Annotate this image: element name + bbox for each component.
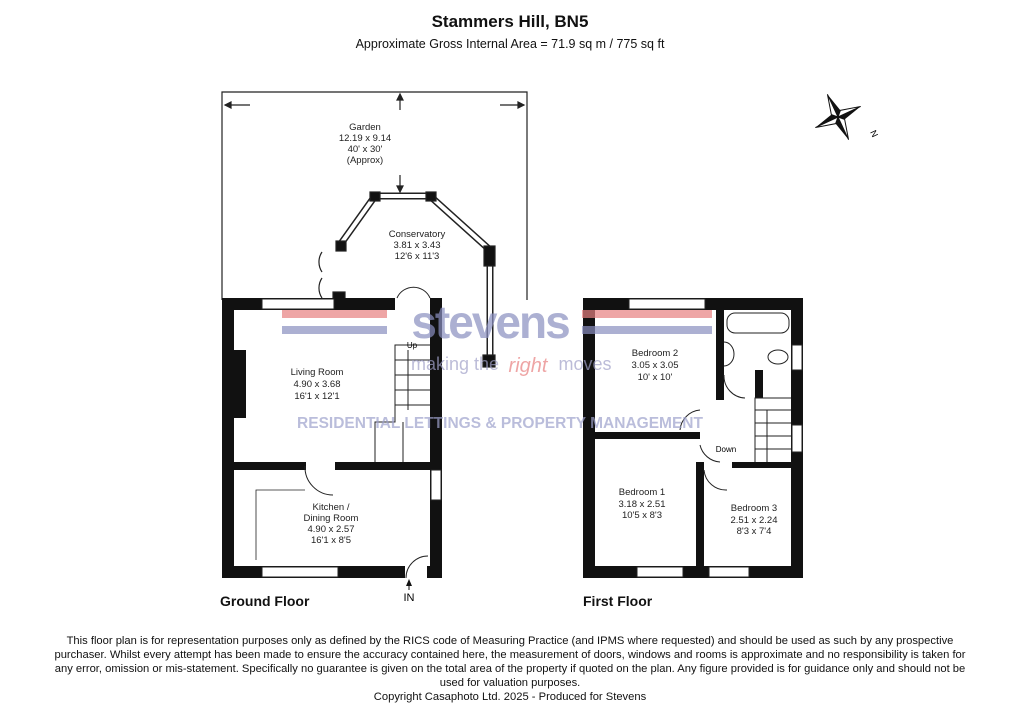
watermark-tagline-accent: right: [509, 355, 549, 377]
conservatory-walls: [318, 191, 496, 368]
first-floor-openings: [628, 298, 803, 578]
kitchen-name-line1: Kitchen /: [313, 502, 350, 513]
bedroom1-metric: 3.18 x 2.51: [618, 499, 665, 510]
bedroom3-metric: 2.51 x 2.24: [730, 515, 777, 526]
first-floor-label: First Floor: [583, 593, 653, 609]
living-room-metric: 4.90 x 3.68: [293, 379, 340, 390]
bedroom3-name: Bedroom 3: [731, 503, 777, 514]
first-floor-stairs: [754, 397, 791, 462]
living-room-name: Living Room: [291, 367, 344, 378]
garden-metric: 12.19 x 9.14: [339, 133, 391, 144]
copyright-text: Copyright Casaphoto Ltd. 2025 - Produced…: [373, 691, 647, 703]
ground-floor-stairs: [374, 344, 430, 462]
stairs-up-label: Up: [407, 341, 418, 350]
stevens-watermark: stevens making the right moves RESIDENTI…: [282, 296, 712, 432]
compass-north-label: N: [868, 129, 880, 139]
ground-floor-openings: [261, 286, 442, 579]
kitchen-name-line2: Dining Room: [304, 513, 359, 524]
entrance-arrow-icon: [406, 579, 412, 586]
watermark-subline: RESIDENTIAL LETTINGS & PROPERTY MANAGEME…: [297, 415, 703, 432]
bedroom2-name: Bedroom 2: [632, 348, 678, 359]
bedroom2-metric: 3.05 x 3.05: [631, 360, 678, 371]
bedroom3-imperial: 8'3 x 7'4: [737, 526, 772, 537]
bedroom2-imperial: 10' x 10': [638, 372, 673, 383]
garden-note: (Approx): [347, 155, 383, 166]
watermark-tagline-right: moves: [558, 354, 611, 374]
garden-name: Garden: [349, 122, 381, 133]
watermark-tagline-left: making the: [411, 354, 499, 374]
ground-floor-label: Ground Floor: [220, 593, 310, 609]
bedroom1-name: Bedroom 1: [619, 487, 665, 498]
plan-title: Stammers Hill, BN5: [431, 12, 589, 31]
disclaimer-block: This floor plan is for representation pu…: [50, 634, 970, 704]
conservatory-name: Conservatory: [389, 229, 446, 240]
kitchen-metric: 4.90 x 2.57: [307, 524, 354, 535]
kitchen-worktop: [255, 489, 305, 560]
conservatory-metric: 3.81 x 3.43: [393, 240, 440, 251]
living-room-imperial: 16'1 x 12'1: [294, 391, 339, 402]
stairs-down-label: Down: [716, 445, 736, 454]
entrance-label: IN: [404, 592, 415, 604]
conservatory-imperial: 12'6 x 11'3: [395, 251, 440, 262]
garden-imperial: 40' x 30': [348, 144, 383, 155]
watermark-brand: stevens: [411, 296, 569, 348]
bedroom1-imperial: 10'5 x 8'3: [622, 510, 662, 521]
compass-icon: [815, 94, 861, 140]
disclaimer-text: This floor plan is for representation pu…: [54, 635, 966, 689]
garden-boundary: [221, 91, 528, 300]
plan-area-subtitle: Approximate Gross Internal Area = 71.9 s…: [355, 37, 665, 51]
kitchen-imperial: 16'1 x 8'5: [311, 535, 351, 546]
